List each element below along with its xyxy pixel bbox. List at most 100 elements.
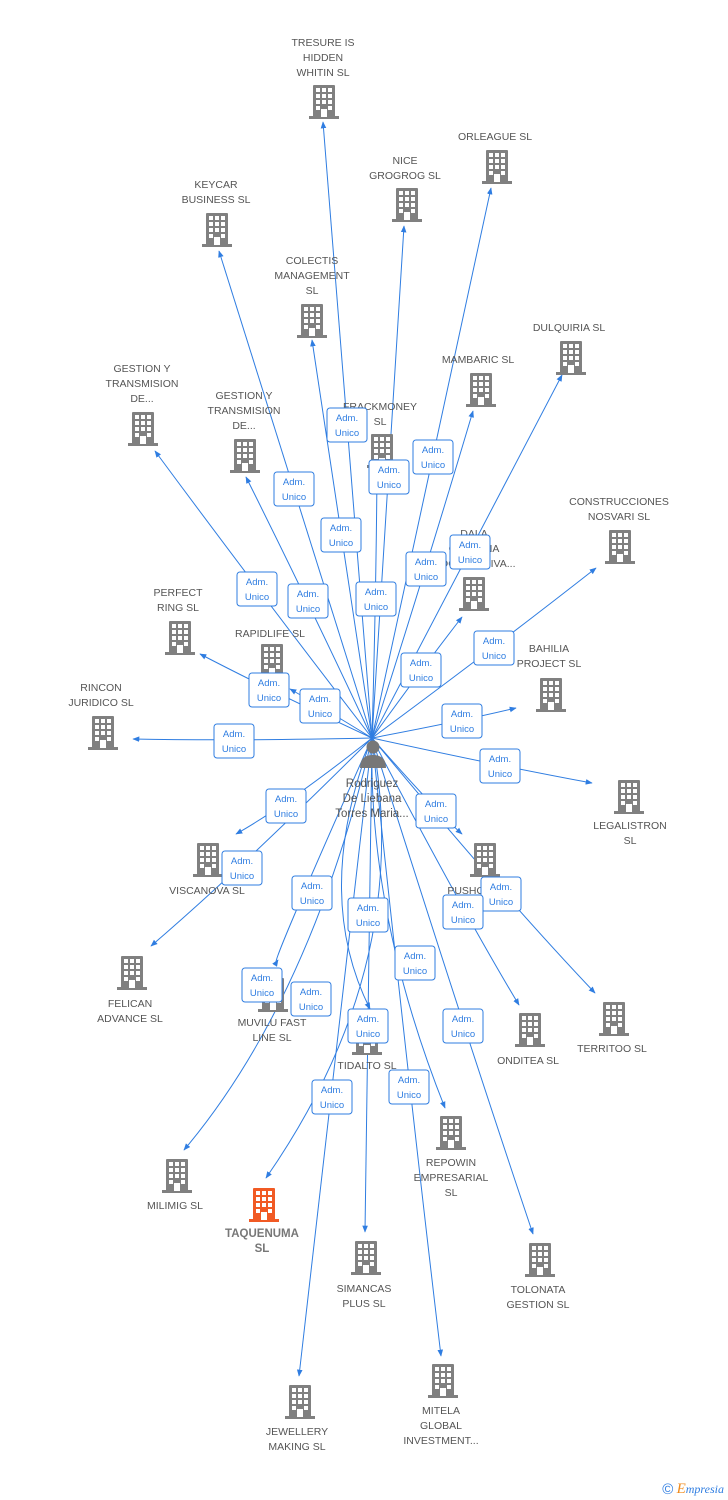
relation-label-box: [479, 748, 521, 784]
relation-label-box: [326, 407, 368, 443]
relation-label[interactable]: Adm.Unico: [355, 581, 397, 617]
company-label-line: GESTION Y: [216, 390, 273, 402]
company-node-tidalto[interactable]: TIDALTO SL: [337, 1021, 397, 1072]
company-node-dulquiria[interactable]: DULQUIRIA SL: [533, 322, 606, 375]
company-node-gestion-y-transmision-2[interactable]: GESTION YTRANSMISIONDE...: [208, 390, 281, 473]
building-icon: [482, 150, 512, 184]
relation-label[interactable]: Adm.Unico: [221, 850, 263, 886]
company-label-line: TRANSMISION: [208, 405, 281, 417]
relation-label[interactable]: Adm.Unico: [287, 583, 329, 619]
building-icon: [249, 1188, 279, 1222]
relation-label[interactable]: Adm.Unico: [236, 571, 278, 607]
relation-label[interactable]: Adm.Unico: [442, 1008, 484, 1044]
relation-label-box: [368, 459, 410, 495]
edge-line: [341, 737, 373, 1010]
relation-label[interactable]: Adm.Unico: [449, 534, 491, 570]
relation-label[interactable]: Adm.Unico: [394, 945, 436, 981]
company-label-line: SL: [624, 835, 637, 847]
relation-label[interactable]: Adm.Unico: [479, 748, 521, 784]
relation-label-box: [248, 672, 290, 708]
building-icon: [117, 956, 147, 990]
relation-label-box: [412, 439, 454, 475]
relation-label-box: [400, 652, 442, 688]
relation-label[interactable]: Adm.Unico: [213, 723, 255, 759]
relation-label-text: Unico: [245, 592, 269, 603]
relation-label-text: Unico: [335, 428, 359, 439]
relation-label-text: Adm.: [330, 523, 352, 534]
relation-label-text: Adm.: [275, 794, 297, 805]
company-node-construcciones-nosvari[interactable]: CONSTRUCCIONES NOSVARI SL: [569, 496, 669, 564]
relation-label[interactable]: Adm.Unico: [388, 1069, 430, 1105]
relation-label[interactable]: Adm.Unico: [273, 471, 315, 507]
relation-label-text: Adm.: [425, 799, 447, 810]
company-label-line: CONSTRUCCIONES: [569, 496, 669, 508]
relation-label-text: Unico: [451, 1029, 475, 1040]
relation-label-text: Adm.: [297, 589, 319, 600]
relation-label[interactable]: Adm.Unico: [480, 876, 522, 912]
relation-label[interactable]: Adm.Unico: [368, 459, 410, 495]
company-label-line: NOSVARI SL: [588, 511, 650, 523]
company-node-tolonata-gestion[interactable]: TOLONATA GESTION SL: [506, 1243, 570, 1311]
relation-label[interactable]: Adm.Unico: [291, 875, 333, 911]
relation-label[interactable]: Adm.Unico: [320, 517, 362, 553]
relation-label[interactable]: Adm.Unico: [347, 897, 389, 933]
relation-label-text: Adm.: [357, 903, 379, 914]
company-label-line: INVESTMENT...: [403, 1435, 478, 1447]
company-label-line: TOLONATA: [511, 1284, 566, 1296]
relation-label[interactable]: Adm.Unico: [248, 672, 290, 708]
relation-label-box: [442, 1008, 484, 1044]
company-node-gestion-y-transmision-1[interactable]: GESTION YTRANSMISIONDE...: [106, 363, 179, 446]
company-node-orleague[interactable]: ORLEAGUE SL: [458, 131, 532, 184]
relation-label[interactable]: Adm.Unico: [473, 630, 515, 666]
company-node-mambaric[interactable]: MAMBARIC SL: [442, 354, 515, 407]
company-label-line: COLECTIS: [286, 255, 339, 267]
relation-label-text: Unico: [397, 1090, 421, 1101]
relation-label[interactable]: Adm.Unico: [311, 1079, 353, 1115]
company-node-viscanova[interactable]: VISCANOVA SL: [169, 843, 245, 897]
edges-layer: [132, 121, 597, 1377]
relation-label[interactable]: Adm.Unico: [241, 967, 283, 1003]
relation-label[interactable]: Adm.Unico: [326, 407, 368, 443]
relation-label[interactable]: Adm.Unico: [442, 894, 484, 930]
company-node-milimig[interactable]: MILIMIG SL: [147, 1159, 203, 1212]
relation-label[interactable]: Adm.Unico: [299, 688, 341, 724]
building-icon: [285, 1385, 315, 1419]
relation-label-text: Adm.: [231, 856, 253, 867]
company-node-mitela-global-investment[interactable]: MITELAGLOBALINVESTMENT...: [403, 1364, 479, 1447]
company-node-rapidlife[interactable]: RAPIDLIFE SL: [235, 628, 305, 678]
relation-label-text: Adm.: [300, 987, 322, 998]
relation-label[interactable]: Adm.Unico: [405, 551, 447, 587]
relation-label[interactable]: Adm.Unico: [265, 788, 307, 824]
relation-label[interactable]: Adm.Unico: [441, 703, 483, 739]
company-label-line: GESTION SL: [506, 1299, 569, 1311]
company-node-territoo[interactable]: TERRITOO SL: [577, 1002, 647, 1055]
relation-label[interactable]: Adm.Unico: [347, 1008, 389, 1044]
relation-label[interactable]: Adm.Unico: [400, 652, 442, 688]
company-label-line: JURIDICO SL: [68, 697, 134, 709]
relation-label[interactable]: Adm.Unico: [412, 439, 454, 475]
company-node-onditea[interactable]: ONDITEA SL: [497, 1013, 559, 1067]
company-label-line: MAKING SL: [268, 1441, 325, 1453]
relation-label[interactable]: Adm.Unico: [415, 793, 457, 829]
edge-line: [183, 737, 373, 1151]
relation-label[interactable]: Adm.Unico: [290, 981, 332, 1017]
company-label-line: EMPRESARIAL: [414, 1172, 489, 1184]
edge-line: [371, 737, 534, 1235]
